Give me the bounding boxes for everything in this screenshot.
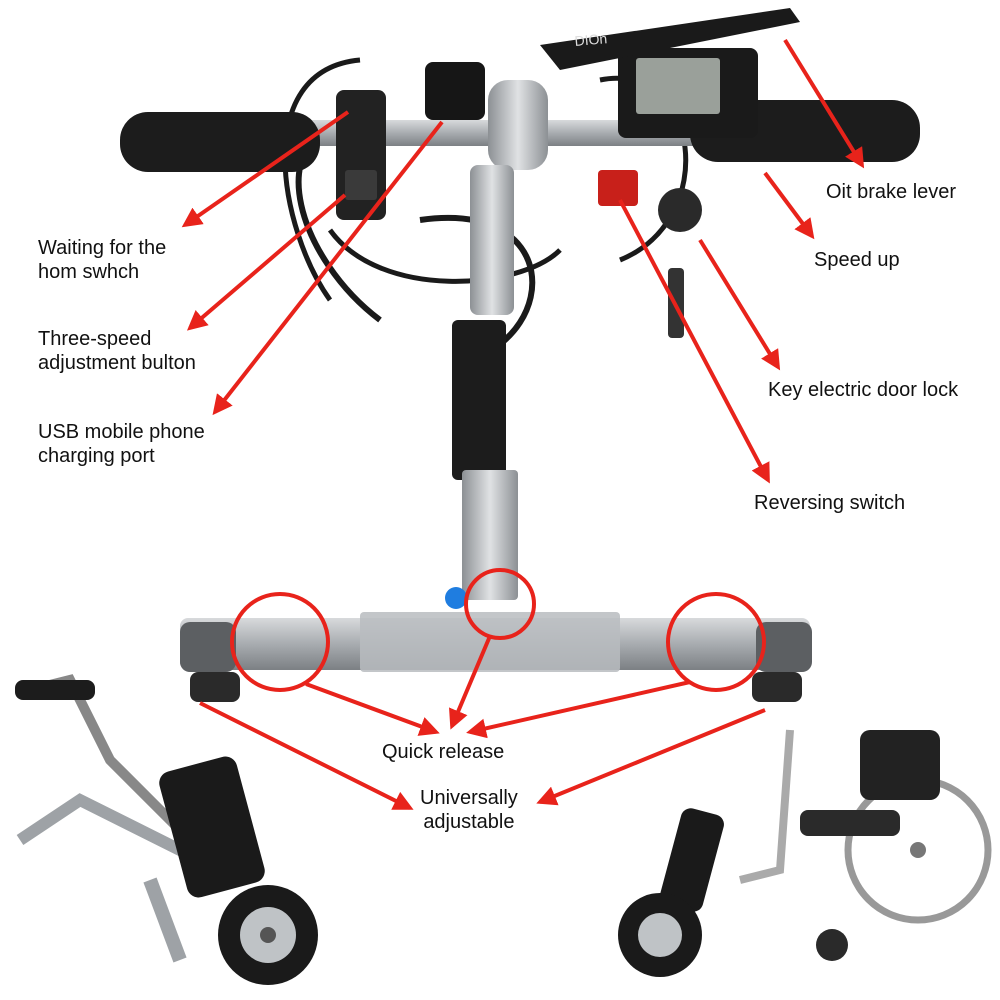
callout-arrows xyxy=(181,38,865,810)
label-adjustable: Universally adjustable xyxy=(420,787,518,833)
label-door-lock: Key electric door lock xyxy=(768,379,959,401)
adjust-bracket xyxy=(462,470,518,600)
label-brake-lever: Oit brake lever xyxy=(826,181,957,203)
quick-release-circle-left xyxy=(230,592,330,692)
reversing-switch-button xyxy=(598,170,638,206)
fork-upper xyxy=(452,320,506,480)
arrow-quick-release-right xyxy=(466,680,691,739)
key-lock xyxy=(658,188,702,232)
arrow-brake-lever xyxy=(783,38,865,169)
brake-lever xyxy=(540,8,800,70)
arrow-speed-up xyxy=(763,171,815,240)
label-horn-switch: Waiting for the hom swhch xyxy=(38,237,167,283)
arrow-adjustable-left xyxy=(199,701,414,810)
arrow-horn-switch xyxy=(181,110,350,228)
battery-pack xyxy=(159,756,265,898)
wheelchair-seat xyxy=(860,730,940,800)
steering-stem xyxy=(470,165,514,315)
left-end-clamp xyxy=(180,622,236,672)
arrow-quick-release-center xyxy=(449,635,492,730)
blue-knob xyxy=(445,587,467,609)
lcd-screen xyxy=(636,58,720,114)
label-usb-port: USB mobile phone charging port xyxy=(38,421,205,467)
battery-pack-attached xyxy=(660,808,724,912)
label-speed-up: Speed up xyxy=(814,249,900,271)
quick-release-circle-right xyxy=(666,592,766,692)
left-grip xyxy=(120,112,320,172)
caster-wheel xyxy=(816,929,848,961)
arrow-three-speed xyxy=(186,193,347,331)
usb-port-housing xyxy=(425,62,485,120)
stem-clamp xyxy=(488,80,548,170)
label-reversing: Reversing switch xyxy=(754,492,906,514)
handcycle-side-view xyxy=(15,674,318,985)
handlebar-assembly: DIOn xyxy=(120,8,920,702)
quick-release-circle-center xyxy=(464,568,536,640)
brand-text: DIOn xyxy=(574,30,608,49)
arrow-usb-port xyxy=(212,120,444,416)
arrow-door-lock xyxy=(698,238,781,371)
arrow-adjustable-right xyxy=(536,708,766,806)
highlight-circles xyxy=(230,568,766,692)
wheelchair-attached-view xyxy=(618,729,992,977)
three-speed-button xyxy=(345,170,377,200)
right-end-clamp xyxy=(756,622,812,672)
arrow-reversing xyxy=(618,199,770,484)
label-quick-release: Quick release xyxy=(382,741,505,763)
label-three-speed: Three-speed adjustment bulton xyxy=(38,328,196,374)
arrow-quick-release-left xyxy=(305,682,440,736)
